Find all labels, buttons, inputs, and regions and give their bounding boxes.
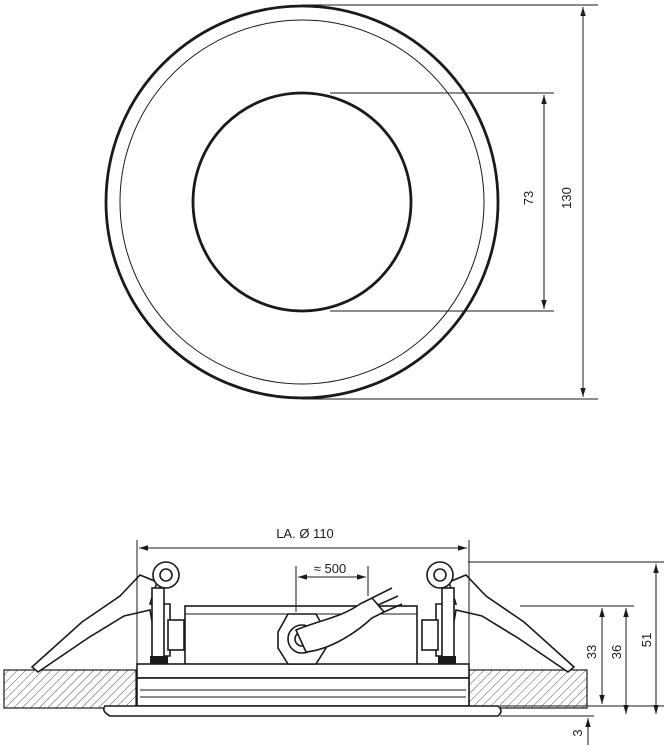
dim-label-36: 36: [609, 645, 624, 659]
top-view: 73 130: [104, 4, 598, 400]
dim-label-33: 33: [584, 645, 599, 659]
flange: [103, 705, 502, 717]
dim-label-130: 130: [559, 187, 574, 209]
side-view: LA. Ø 110 ≈ 500 33 36 51 3: [3, 526, 664, 745]
outer-ring: [104, 4, 500, 400]
dim-label-3: 3: [570, 729, 585, 736]
collar: [136, 663, 470, 679]
ceiling-board-right: [468, 669, 588, 709]
dim-label-73: 73: [521, 191, 536, 205]
dim-label-110: LA. Ø 110: [276, 526, 334, 541]
dim-label-51: 51: [639, 633, 654, 647]
collar-lower: [136, 677, 470, 707]
outer-ring-inner-edge: [119, 19, 485, 385]
dim-label-500: ≈ 500: [314, 561, 346, 576]
left-spring-clip: [30, 561, 185, 674]
light-opening: [191, 91, 413, 313]
ceiling-board-left: [3, 669, 137, 709]
right-spring-clip: [421, 561, 576, 674]
